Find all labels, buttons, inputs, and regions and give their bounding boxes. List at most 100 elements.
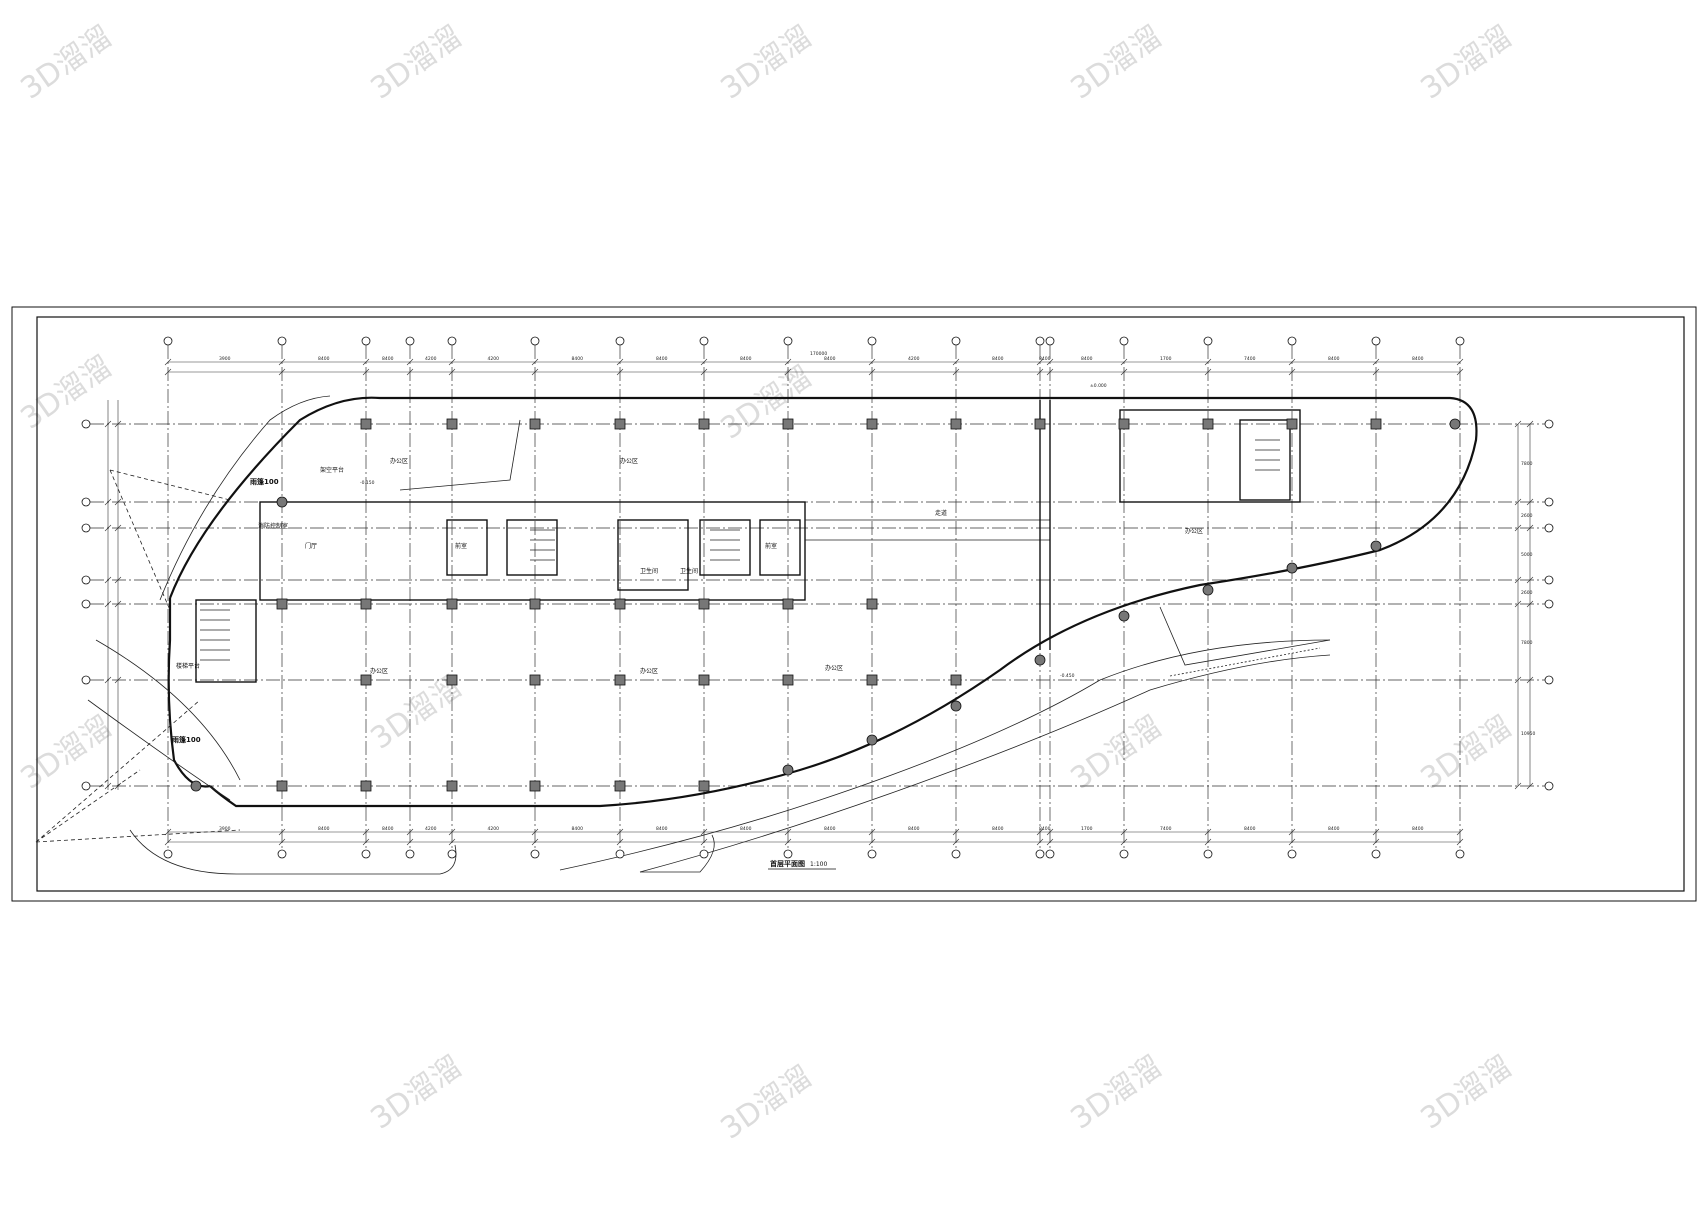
watermark-text: 3D溜溜 — [715, 1059, 819, 1146]
grid-axis-bubble — [81, 599, 91, 609]
dimension-tick — [104, 420, 112, 428]
round-column — [1286, 562, 1298, 574]
dimension-tick — [104, 676, 112, 684]
watermark-text: 3D溜溜 — [365, 1049, 469, 1136]
room-label: 卫生间 — [640, 567, 658, 575]
dimension-tick — [104, 524, 112, 532]
round-column — [1202, 584, 1214, 596]
grid-axis-bubble — [361, 849, 371, 859]
column — [698, 780, 710, 792]
column — [866, 418, 878, 430]
grid-axis-bubble — [81, 575, 91, 585]
overall-dimension: 170000 — [810, 351, 827, 357]
round-column — [1370, 540, 1382, 552]
dimension-tick — [406, 838, 414, 846]
dimension-tick — [868, 838, 876, 846]
grid-axis-bubble — [163, 849, 173, 859]
dimension-tick — [531, 828, 539, 836]
dimension-tick — [104, 782, 112, 790]
grid-axis-bubble — [81, 675, 91, 685]
dimension-text: 8400 — [824, 826, 836, 832]
dimension-tick — [1514, 600, 1522, 608]
dimension-tick — [164, 828, 172, 836]
column — [614, 598, 626, 610]
dimension-tick — [700, 838, 708, 846]
outer-frame — [11, 306, 1697, 902]
dimension-text: 8400 — [572, 356, 584, 362]
dimension-tick — [164, 838, 172, 846]
dimension-tick — [868, 368, 876, 376]
dimension-tick — [1288, 368, 1296, 376]
dimension-tick — [1204, 838, 1212, 846]
column — [1034, 418, 1046, 430]
elevation-mark: ±0.000 — [1090, 383, 1107, 389]
core-block — [195, 400, 1301, 683]
column — [360, 418, 372, 430]
dimension-text: 4200 — [425, 826, 437, 832]
dimension-text: 8400 — [740, 356, 752, 362]
dimension-tick — [448, 838, 456, 846]
elevation-mark: -0.450 — [1060, 673, 1075, 679]
dimension-tick — [1526, 600, 1534, 608]
dimension-tick — [104, 576, 112, 584]
column — [360, 674, 372, 686]
dimension-tick — [1120, 838, 1128, 846]
dimension-tick — [278, 838, 286, 846]
grid-axis-bubble — [1371, 336, 1381, 346]
room-label: 办公区 — [640, 667, 658, 675]
dimension-tick — [952, 368, 960, 376]
watermark-text: 3D溜溜 — [1065, 709, 1169, 796]
column — [446, 598, 458, 610]
dimension-tick — [406, 828, 414, 836]
dimension-tick — [1514, 420, 1522, 428]
column — [1202, 418, 1214, 430]
grid-axis-bubble — [361, 336, 371, 346]
dimension-tick — [1036, 368, 1044, 376]
room-label: 卫生间 — [680, 567, 698, 575]
dimension-tick — [1526, 420, 1534, 428]
dimension-tick — [1526, 576, 1534, 584]
elevation-mark: -0.150 — [360, 480, 375, 486]
dimension-text: 8400 — [656, 826, 668, 832]
dimension-tick — [1372, 368, 1380, 376]
watermark-text: 3D溜溜 — [1415, 19, 1519, 106]
room-label: 消防控制室 — [258, 522, 288, 530]
grid-axis-bubble — [1544, 781, 1554, 791]
column — [276, 780, 288, 792]
dimension-text: 7800 — [1521, 461, 1533, 467]
dimension-tick — [1526, 498, 1534, 506]
dimension-tick — [1036, 838, 1044, 846]
room-label: 办公区 — [620, 457, 638, 465]
column — [950, 418, 962, 430]
room-labels: 办公区 办公区 办公区 办公区 办公区 办公区 卫生间 卫生间 走道 前室 前室… — [172, 351, 1203, 744]
dimension-tick — [278, 358, 286, 366]
dimension-text: 8400 — [572, 826, 584, 832]
dimension-tick — [362, 358, 370, 366]
dimension-text: 10950 — [1521, 731, 1535, 737]
round-column — [1118, 610, 1130, 622]
column — [1286, 418, 1298, 430]
drawing-title-text: 首层平面图 — [770, 859, 805, 868]
watermark-text: 3D溜溜 — [365, 19, 469, 106]
dimension-tick — [1514, 576, 1522, 584]
dimension-tick — [1288, 358, 1296, 366]
dimension-tick — [114, 600, 122, 608]
column — [360, 780, 372, 792]
dimension-tick — [1046, 838, 1054, 846]
dimension-tick — [1526, 782, 1534, 790]
room-label: 门厅 — [305, 542, 317, 550]
grid-axis-bubble — [447, 336, 457, 346]
dimension-tick — [1456, 358, 1464, 366]
grid-axis-bubble — [1371, 849, 1381, 859]
dimension-tick — [1204, 828, 1212, 836]
dimension-tick — [1120, 828, 1128, 836]
grid-axis-bubble — [1035, 336, 1045, 346]
room-label: 雨篷100 — [250, 477, 279, 486]
dimension-text: 8400 — [740, 826, 752, 832]
dimension-tick — [114, 524, 122, 532]
dimension-text: 8400 — [1412, 356, 1424, 362]
dimension-text: 1700 — [1081, 826, 1093, 832]
dimension-tick — [952, 828, 960, 836]
column — [698, 418, 710, 430]
column — [782, 598, 794, 610]
